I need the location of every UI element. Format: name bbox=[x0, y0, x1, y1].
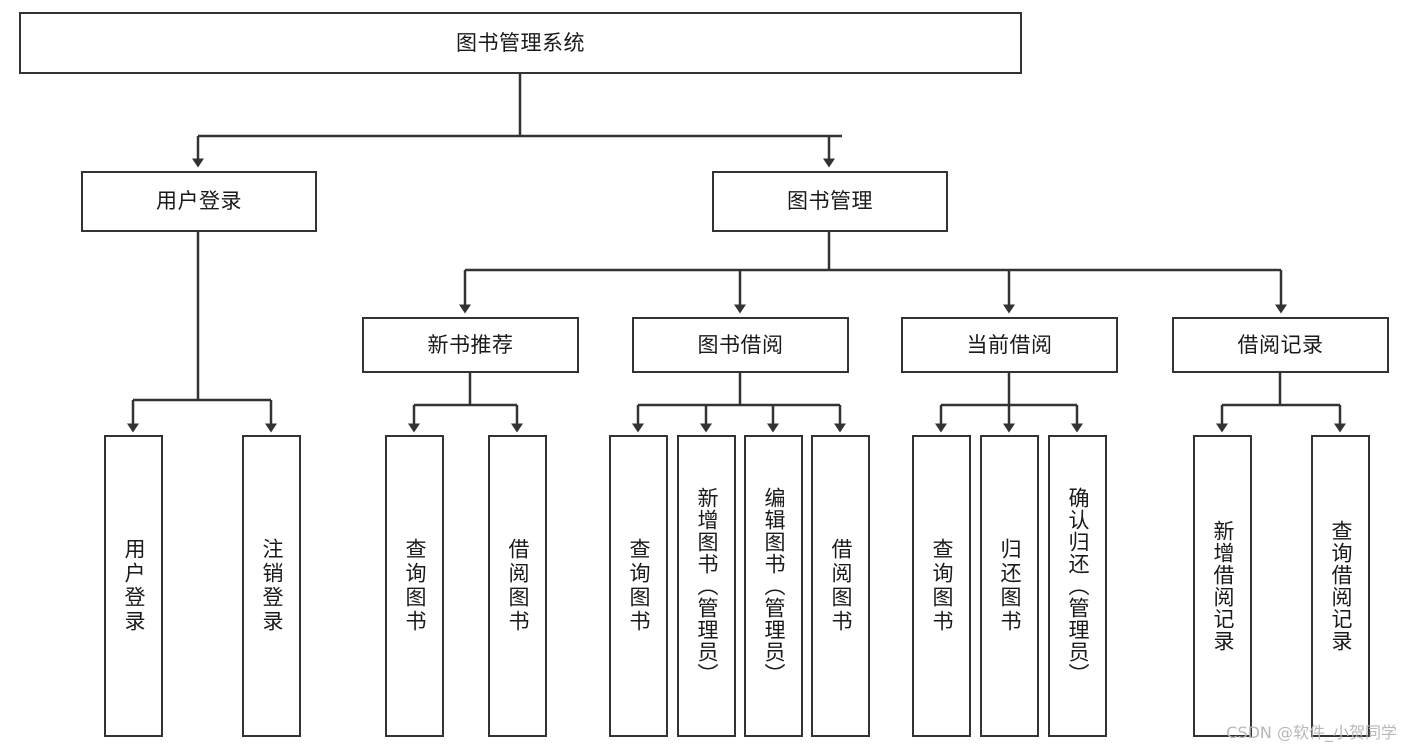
node-label: 查询图书 bbox=[627, 538, 651, 634]
node-label: 确认归还（管理员） bbox=[1066, 487, 1090, 685]
leaf-return-book[interactable]: 归还图书 bbox=[980, 435, 1039, 737]
node-label: 借阅记录 bbox=[1237, 332, 1324, 357]
leaf-borrow-book-new-rec[interactable]: 借阅图书 bbox=[488, 435, 547, 737]
node-label: 用户登录 bbox=[122, 538, 146, 634]
node-root-book-management-system[interactable]: 图书管理系统 bbox=[19, 12, 1022, 74]
node-label: 编辑图书（管理员） bbox=[762, 487, 786, 685]
leaf-edit-book-admin[interactable]: 编辑图书（管理员） bbox=[744, 435, 803, 737]
node-label: 借阅图书 bbox=[506, 538, 530, 634]
leaf-borrow-book-borrowing[interactable]: 借阅图书 bbox=[811, 435, 870, 737]
node-new-book-recommendation[interactable]: 新书推荐 bbox=[362, 317, 579, 373]
node-label: 查询图书 bbox=[930, 538, 954, 634]
leaf-query-book-new-rec[interactable]: 查询图书 bbox=[385, 435, 444, 737]
node-book-borrowing[interactable]: 图书借阅 bbox=[632, 317, 849, 373]
node-label: 当前借阅 bbox=[966, 332, 1053, 357]
leaf-confirm-return-admin[interactable]: 确认归还（管理员） bbox=[1048, 435, 1107, 737]
node-label: 新增图书（管理员） bbox=[695, 487, 719, 685]
node-label: 注销登录 bbox=[260, 538, 284, 634]
node-label: 借阅图书 bbox=[829, 538, 853, 634]
node-current-borrowing[interactable]: 当前借阅 bbox=[901, 317, 1118, 373]
leaf-query-book-borrowing[interactable]: 查询图书 bbox=[609, 435, 668, 737]
node-label: 图书管理 bbox=[787, 189, 873, 214]
node-label: 查询借阅记录 bbox=[1329, 520, 1353, 652]
leaf-query-book-current[interactable]: 查询图书 bbox=[912, 435, 971, 737]
leaf-add-book-admin[interactable]: 新增图书（管理员） bbox=[677, 435, 736, 737]
node-user-login[interactable]: 用户登录 bbox=[81, 171, 317, 232]
node-borrowing-record[interactable]: 借阅记录 bbox=[1172, 317, 1389, 373]
csdn-watermark: CSDN @软件_小贺同学 bbox=[1226, 723, 1397, 742]
node-label: 新书推荐 bbox=[427, 332, 514, 357]
leaf-add-borrow-record[interactable]: 新增借阅记录 bbox=[1193, 435, 1252, 737]
node-book-management[interactable]: 图书管理 bbox=[712, 171, 948, 232]
node-label: 归还图书 bbox=[998, 538, 1022, 634]
node-label: 用户登录 bbox=[156, 189, 242, 214]
leaf-user-login[interactable]: 用户登录 bbox=[104, 435, 163, 737]
node-label: 图书管理系统 bbox=[456, 30, 585, 55]
node-label: 查询图书 bbox=[403, 538, 427, 634]
leaf-query-borrow-record[interactable]: 查询借阅记录 bbox=[1311, 435, 1370, 737]
node-label: 新增借阅记录 bbox=[1211, 520, 1235, 652]
node-label: 图书借阅 bbox=[697, 332, 784, 357]
leaf-logout-login[interactable]: 注销登录 bbox=[242, 435, 301, 737]
